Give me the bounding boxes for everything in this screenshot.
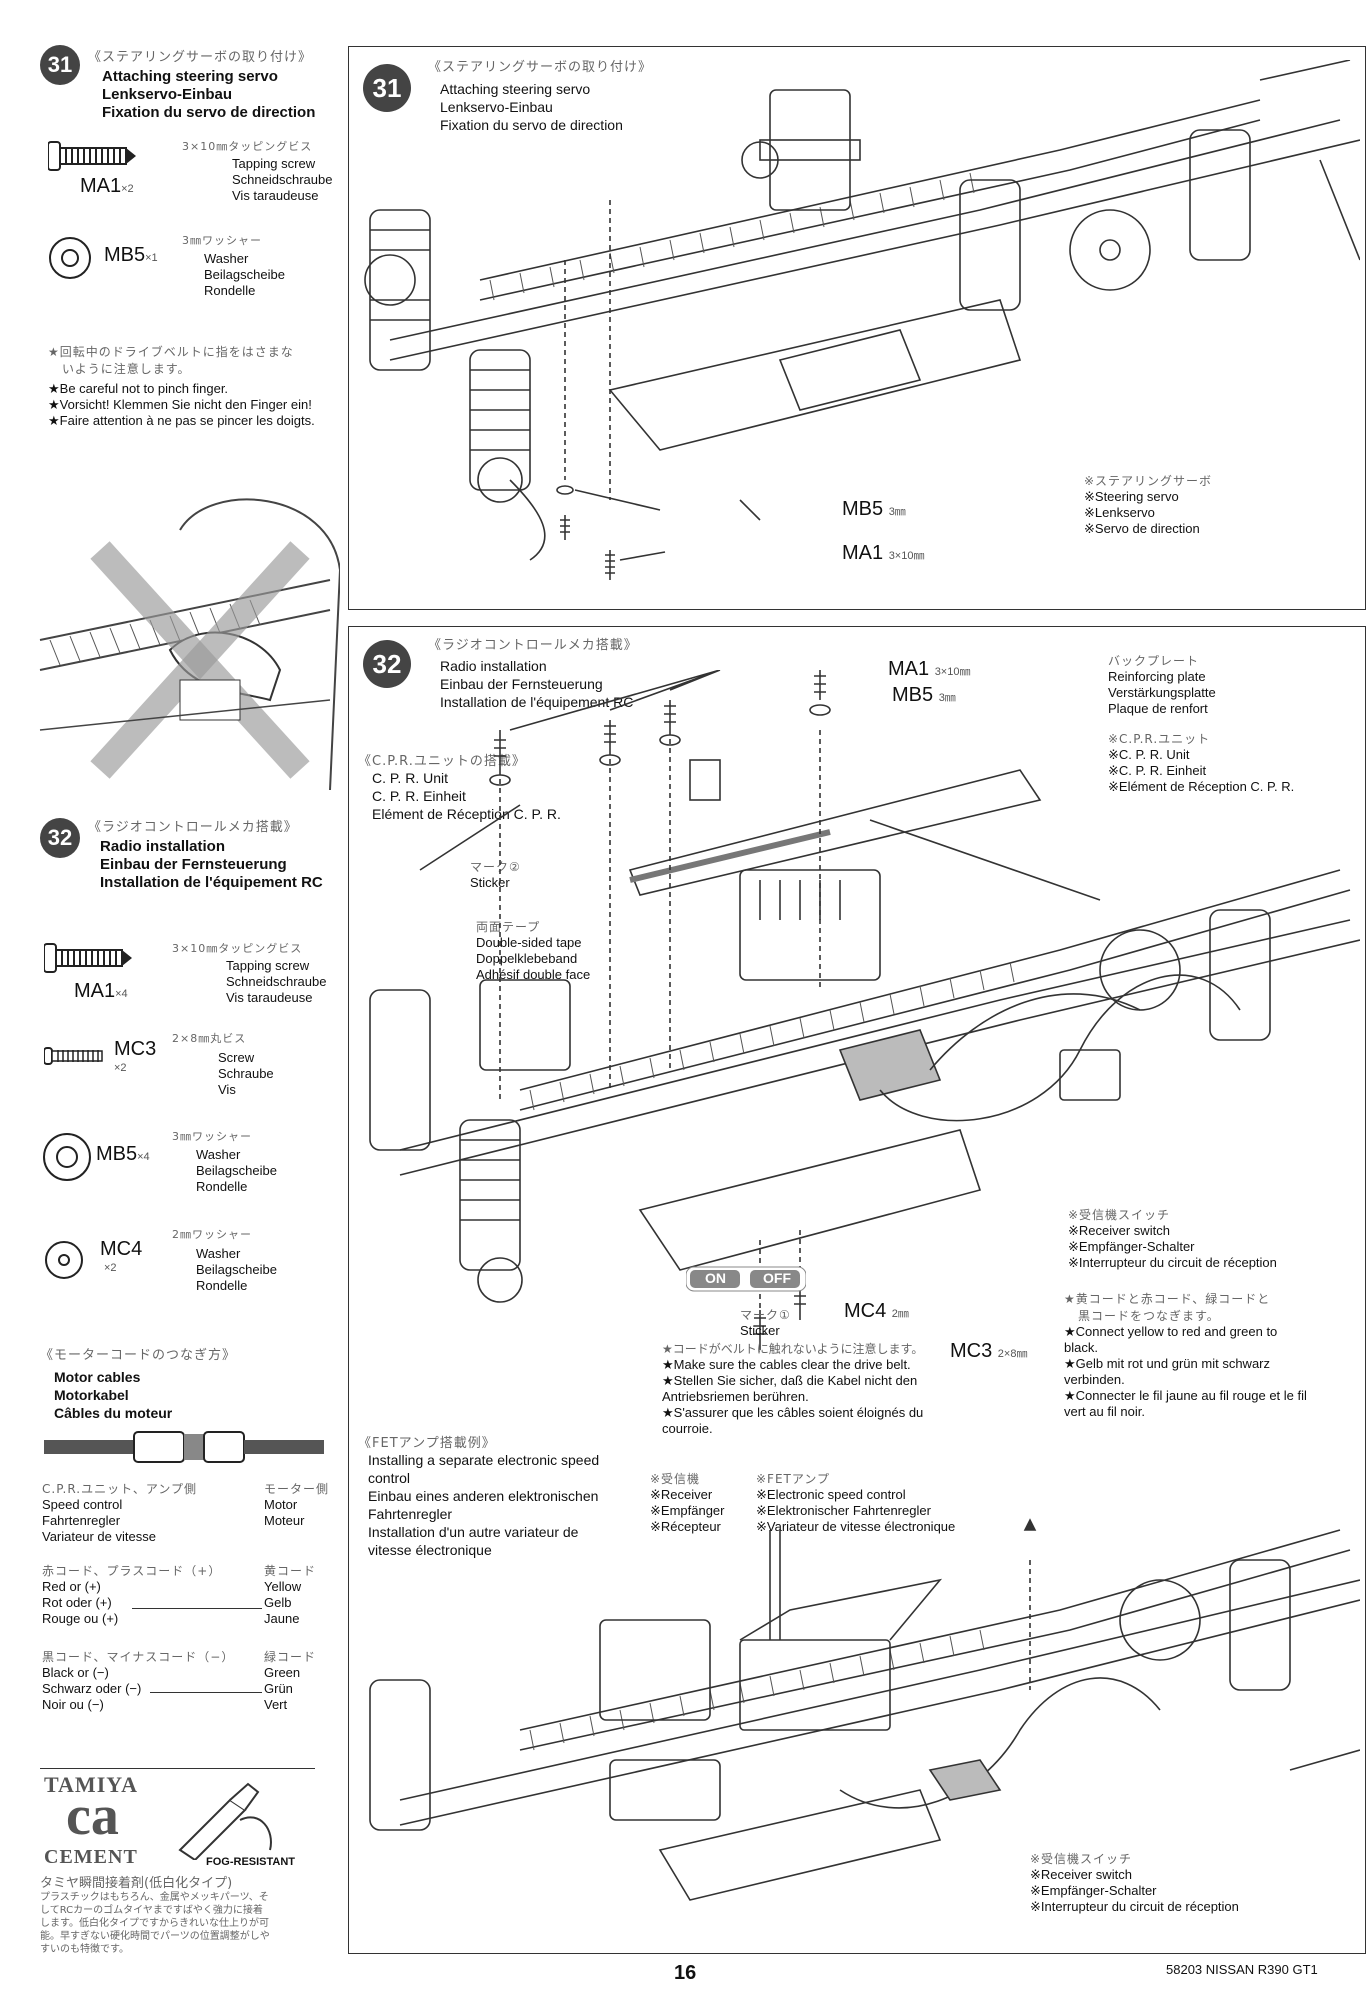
part-mc3-jp: 2×8㎜丸ビス: [172, 1032, 247, 1045]
receiver-callout: ※受信機 ※Receiver ※Empfänger ※Récepteur: [650, 1472, 725, 1534]
sticker-1-label: マーク① Sticker: [740, 1308, 791, 1338]
red-wire-label: 赤コード、プラスコード（+） Red or (+)Rot oder (+)Rou…: [42, 1564, 222, 1626]
part-mc4-qty: ×2: [104, 1262, 117, 1274]
part-mc3-qty: ×2: [114, 1062, 127, 1074]
part-mc4-code: MC4: [100, 1238, 143, 1260]
on-off-switch-icon: [685, 1266, 807, 1297]
receiver-switch-callout-2: ※受信機スイッチ ※Receiver switch ※Empfänger-Sch…: [1030, 1852, 1239, 1914]
small-washer-icon: [44, 1240, 84, 1285]
switch-on-label: ON: [705, 1270, 726, 1286]
ca-logo: ca: [66, 1785, 119, 1847]
part-mc3-code: MC3: [114, 1038, 157, 1060]
step-31-title-jp: 《ステアリングサーボの取り付け》: [88, 50, 313, 65]
switch-off-label: OFF: [763, 1270, 791, 1286]
wire-link-line: [132, 1608, 262, 1609]
model-name: 58203 NISSAN R390 GT1: [1166, 1962, 1318, 1977]
glue-bottle-icon: [170, 1780, 280, 1865]
pinch-warning: ★回転中のドライブベルトに指をはさまな いように注意します。 ★Be caref…: [48, 345, 315, 428]
part-ma1-jp: 3×10㎜タッピングビス: [182, 140, 313, 153]
step-31-badge: 31: [40, 45, 80, 85]
divider: [40, 1768, 315, 1769]
washer-icon: [48, 236, 92, 285]
page-number: 16: [674, 1962, 697, 1984]
part-mc3-callout: MC3 2×8㎜: [950, 1340, 1028, 1362]
belt-clearance-note: ★コードがベルトに触れないように注意します。 ★Make sure the ca…: [662, 1342, 924, 1436]
part-mb5-jp: 3㎜ワッシャー: [182, 234, 262, 247]
receiver-switch-callout: ※受信機スイッチ ※Receiver switch ※Empfänger-Sch…: [1068, 1208, 1277, 1270]
speed-control-callout: ※FETアンプ ※Electronic speed control ※Elekt…: [756, 1472, 956, 1534]
part-ma1-jp: 3×10㎜タッピングビス: [172, 942, 303, 955]
steering-servo-callout: ※ステアリングサーボ ※Steering servo ※Lenkservo ※S…: [1084, 474, 1213, 536]
tapping-screw-icon: [47, 140, 138, 177]
cable-connector-illustration: [44, 1428, 324, 1473]
radio-installation-illustration: [360, 670, 1360, 1390]
part-mb5-code: MB5×1: [104, 244, 158, 266]
black-wire-label: 黒コード、マイナスコード（−） Black or (−)Schwarz oder…: [42, 1650, 235, 1712]
step-32-title-jp: 《ラジオコントロールメカ搭載》: [88, 820, 298, 835]
part-ma1-code: MA1×2: [80, 175, 134, 197]
part-mb5-code: MB5×4: [96, 1143, 150, 1165]
tamiya-logo-text: TAMIYA: [44, 1772, 139, 1797]
part-mb5-callout: MB5 3㎜: [842, 498, 906, 520]
part-mb5-callout: MB5 3㎜: [892, 684, 956, 706]
part-mc4-jp: 2㎜ワッシャー: [172, 1228, 252, 1241]
wire-link-line: [150, 1692, 262, 1693]
motor-cables-title-jp: 《モーターコードのつなぎ方》: [40, 1348, 237, 1363]
step-31-title-jp: 《ステアリングサーボの取り付け》: [428, 60, 653, 75]
step-32-badge: 32: [363, 640, 411, 688]
cpr-unit-callout: ※C.P.R.ユニット ※C. P. R. Unit ※C. P. R. Ein…: [1108, 732, 1295, 794]
step-32-badge: 32: [40, 818, 80, 858]
washer-icon: [42, 1132, 92, 1187]
tapping-screw-icon: [43, 942, 134, 979]
fet-installation-illustration: [360, 1470, 1360, 1940]
part-ma1-callout: MA1 3×10㎜: [888, 658, 971, 680]
part-mb5-jp: 3㎜ワッシャー: [172, 1130, 252, 1143]
connect-wires-note: ★黄コードと赤コード、緑コードと 黒コードをつなぎます。 ★Connect ye…: [1064, 1292, 1307, 1419]
fog-resistant-label: FOG-RESISTANT: [206, 1856, 296, 1868]
reinforcing-plate-callout: バックプレート Reinforcing plate Verstärkungspl…: [1108, 654, 1216, 716]
cement-logo-text: CEMENT: [44, 1846, 138, 1868]
part-ma1-callout: MA1 3×10㎜: [842, 542, 925, 564]
step-32-title-jp: 《ラジオコントロールメカ搭載》: [428, 638, 638, 653]
step-31-panel: [348, 46, 1366, 610]
step-31-badge: 31: [363, 64, 411, 112]
double-sided-tape-label: 両面テープ Double-sided tape Doppelklebeband …: [476, 920, 591, 982]
part-mc4-callout: MC4 2㎜: [844, 1300, 909, 1322]
step-32-panel: [348, 626, 1366, 1954]
fet-section-heading: 《FETアンプ搭載例》 Installing a separate electr…: [358, 1436, 600, 1558]
pinch-warning-illustration: [30, 470, 340, 790]
part-ma1-code: MA1×4: [74, 980, 128, 1002]
chassis-servo-illustration: [360, 60, 1360, 600]
round-screw-icon: [43, 1046, 108, 1071]
cement-description: タミヤ瞬間接着剤(低白化タイプ) プラスチックはもちろん、金属やメッキパーツ、そ…: [40, 1876, 270, 1955]
